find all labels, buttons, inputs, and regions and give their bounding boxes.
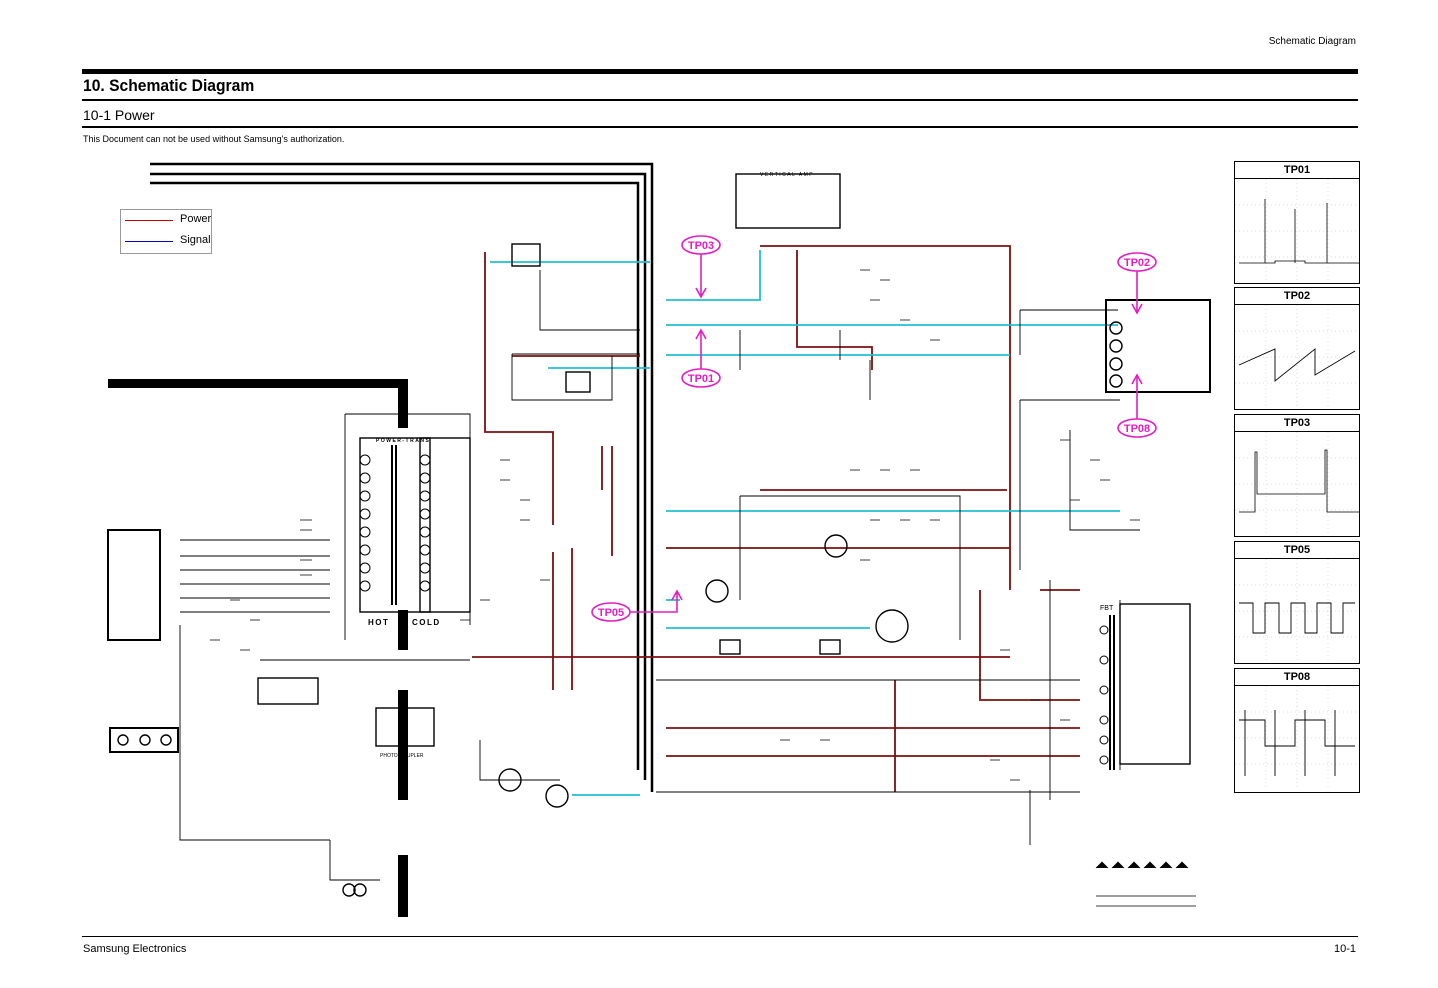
component-blocks [107, 173, 1211, 911]
signal-line-swatch [125, 241, 173, 242]
signal-wires [490, 250, 1120, 796]
tp03-waveform [1235, 432, 1359, 536]
tp03-panel: TP03 [1234, 414, 1360, 537]
tp05-panel: TP05 [1234, 541, 1360, 664]
tp02-panel: TP02 [1234, 287, 1360, 410]
power-line-swatch [125, 220, 173, 221]
tp05-arrow [630, 589, 683, 613]
circuit-wiring [179, 270, 1140, 881]
section-header: Schematic Diagram [1268, 36, 1356, 47]
hot-cold-divider-3 [398, 690, 408, 800]
legend-label: Signal [180, 234, 211, 246]
hot-cold-divider-2 [398, 610, 408, 650]
header-rule [82, 69, 1358, 74]
tp08-waveform [1235, 686, 1359, 790]
tp05-waveform [1235, 559, 1359, 663]
transformer-windings [359, 445, 1115, 770]
chapter-title: 10. Schematic Diagram [83, 76, 255, 95]
tp02-arrow [1131, 271, 1143, 315]
subtitle-rule [82, 126, 1358, 128]
title-rule [82, 99, 1358, 101]
wire-legend: Power Signal [120, 209, 212, 254]
fbt-label: FBT [1100, 605, 1114, 612]
tp03-title: TP03 [1235, 415, 1359, 432]
authorization-notice: This Document can not be used without Sa… [83, 134, 345, 144]
legend-label: Power [180, 213, 212, 225]
hot-cold-divider-4 [398, 855, 408, 917]
cold-label: COLD [412, 618, 441, 627]
ground-bus [150, 162, 654, 792]
tp01-panel: TP01 [1234, 161, 1360, 284]
subsection-title: 10-1 Power [83, 107, 155, 123]
vertical-amp-label: VERTICAL AMP [760, 172, 814, 178]
tp02-waveform [1235, 305, 1359, 409]
transistor-symbols [117, 321, 1123, 897]
tp01-arrow [695, 328, 707, 369]
tp05-title: TP05 [1235, 542, 1359, 559]
power-wires [472, 245, 1080, 792]
tp01-title: TP01 [1235, 162, 1359, 179]
tp08-title: TP08 [1235, 669, 1359, 686]
tp08-callout: TP08 [1124, 423, 1150, 435]
top-bus-bar [108, 379, 408, 388]
hot-cold-divider-1 [398, 388, 408, 428]
tp08-arrow [1131, 373, 1143, 419]
power-trans-label: POWER-TRANS [376, 438, 430, 444]
tp08-panel: TP08 [1234, 668, 1360, 793]
tp01-callout: TP01 [688, 373, 714, 385]
footer-rule [82, 936, 1358, 937]
photo-coupler-label: PHOTO-COUPLER [380, 753, 424, 759]
component-marks [210, 269, 1196, 907]
tp02-callout: TP02 [1124, 257, 1150, 269]
footer-company: Samsung Electronics [83, 943, 187, 955]
page-number: 10-1 [1333, 943, 1356, 955]
tp05-callout: TP05 [598, 607, 624, 619]
tp03-callout: TP03 [688, 240, 714, 252]
tp-callouts [591, 235, 1157, 622]
hot-label: HOT [368, 618, 389, 627]
tp02-title: TP02 [1235, 288, 1359, 305]
tp03-arrow [695, 254, 707, 299]
tp01-waveform [1235, 179, 1359, 283]
